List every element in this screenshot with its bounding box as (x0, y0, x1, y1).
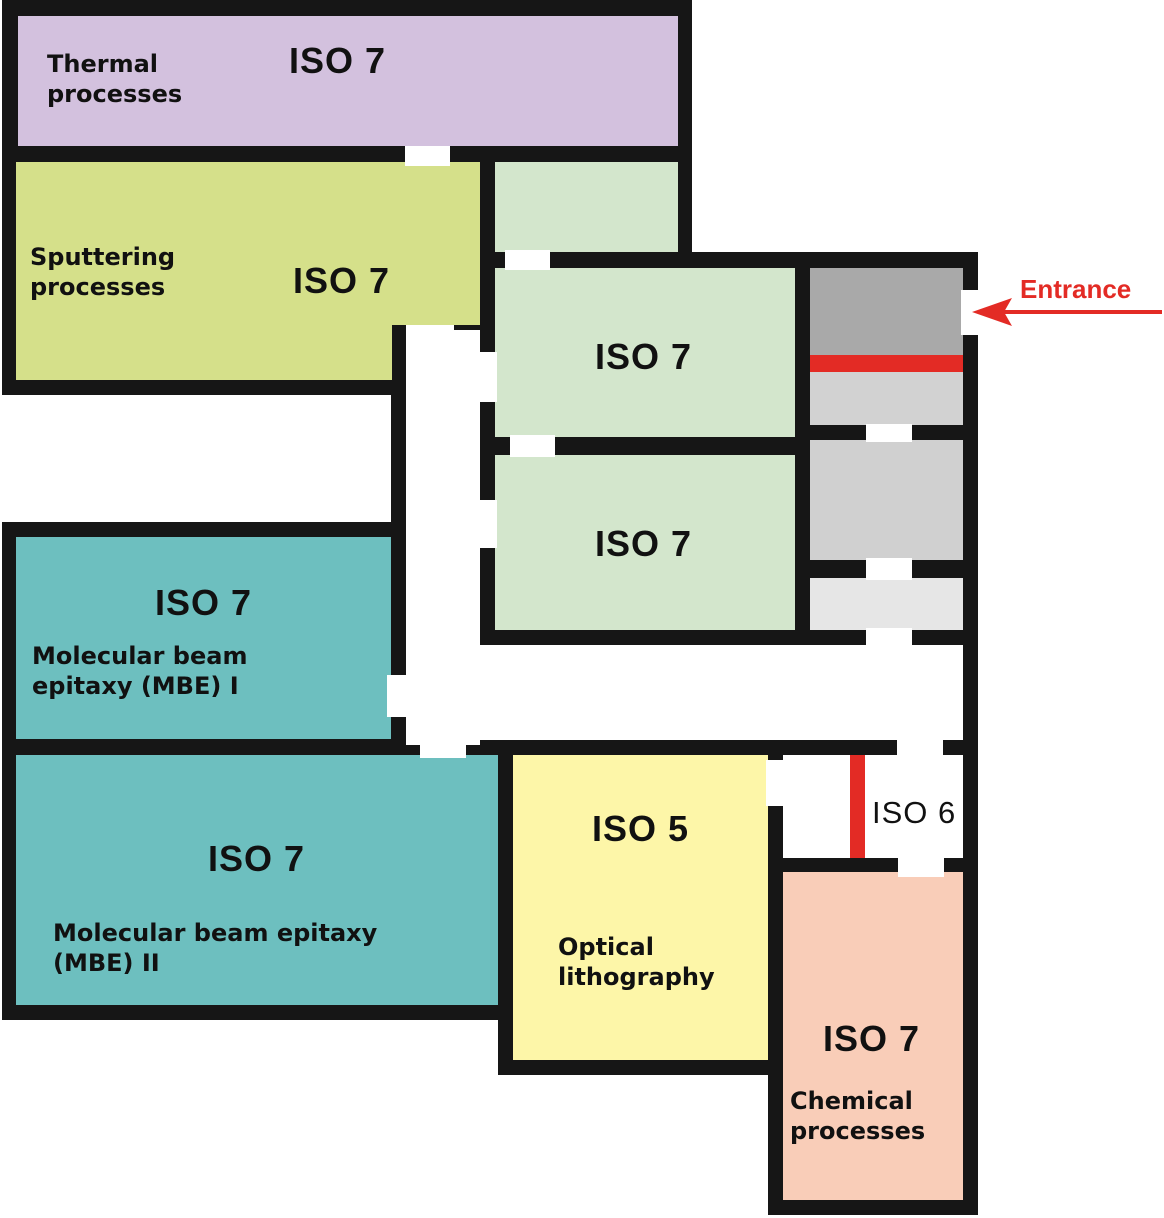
room-iso6 (865, 755, 963, 858)
door (898, 855, 944, 877)
door (405, 146, 450, 166)
mbe2-iso: ISO 7 (208, 838, 306, 879)
room-thermal (18, 16, 678, 146)
room-sputtering-lower (16, 320, 392, 380)
litho-iso: ISO 5 (592, 808, 690, 849)
corridor-horizontal (406, 645, 963, 740)
entrance-door (961, 290, 980, 335)
door (866, 628, 912, 648)
door (866, 424, 912, 442)
door (505, 250, 550, 270)
room-mbe-2 (16, 755, 498, 1005)
lower-clean-iso: ISO 7 (595, 523, 693, 564)
entrance-label: Entrance (1020, 274, 1132, 304)
door (897, 738, 943, 758)
door (406, 325, 454, 345)
door (510, 435, 555, 457)
thermal-iso: ISO 7 (289, 40, 387, 81)
airlock (810, 372, 963, 425)
door (420, 738, 466, 758)
mbe1-iso: ISO 7 (155, 582, 253, 623)
room-optical-lithography (513, 755, 768, 1060)
room-chemical (783, 872, 963, 1200)
room-small-clean (495, 162, 678, 252)
gowning-room (810, 268, 963, 355)
upper-clean-iso: ISO 7 (595, 336, 693, 377)
sticky-mat-red-line (850, 755, 865, 858)
entrance-arrow-icon (972, 298, 1162, 326)
door (387, 675, 407, 717)
room-sputtering (16, 162, 480, 325)
room-upper-clean (495, 268, 795, 437)
airlock-2 (810, 578, 963, 630)
room-lower-clean (495, 455, 795, 630)
sputtering-iso: ISO 7 (293, 260, 391, 301)
door (866, 558, 912, 580)
gowning-room-2 (810, 440, 963, 560)
door (478, 352, 497, 402)
door (478, 500, 497, 548)
mbe2-label: Molecular beam epitaxy(MBE) II (53, 919, 378, 977)
door (766, 760, 785, 806)
sticky-mat-red-line (810, 355, 963, 372)
airlock-iso6 (783, 755, 850, 858)
iso6-label: ISO 6 (872, 795, 957, 830)
chemical-iso: ISO 7 (823, 1018, 921, 1059)
room-mbe-1 (16, 537, 391, 739)
